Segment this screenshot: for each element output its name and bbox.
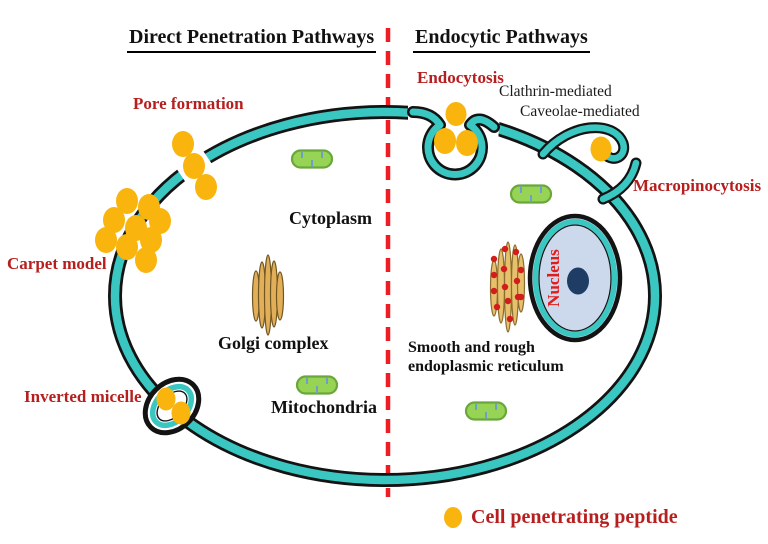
nucleus bbox=[527, 213, 623, 343]
legend-label: Cell penetrating peptide bbox=[471, 506, 678, 528]
mitochondrion bbox=[295, 375, 339, 395]
title-endocytic: Endocytic Pathways bbox=[413, 26, 590, 53]
legend-peptide-icon bbox=[444, 507, 462, 528]
label-cytoplasm: Cytoplasm bbox=[289, 208, 373, 228]
mitochondria-shapes bbox=[290, 149, 553, 421]
label-carpet-model: Carpet model bbox=[7, 254, 107, 273]
er-ribosome-dots bbox=[490, 245, 525, 323]
label-mitochondria: Mitochondria bbox=[271, 397, 377, 417]
cell-membrane bbox=[108, 105, 662, 487]
label-er-line1: Smooth and rough bbox=[408, 339, 535, 356]
label-pore-formation: Pore formation bbox=[133, 94, 244, 113]
mitochondrion bbox=[464, 401, 508, 421]
mitochondrion bbox=[290, 149, 334, 169]
label-endocytosis: Endocytosis bbox=[417, 68, 504, 87]
golgi-complex bbox=[251, 254, 285, 336]
nucleolus bbox=[567, 267, 589, 295]
mitochondrion bbox=[509, 184, 553, 204]
label-caveolae-mediated: Caveolae-mediated bbox=[520, 103, 640, 120]
macropinocytosis-ruffles bbox=[537, 122, 642, 205]
label-nucleus: Nucleus bbox=[544, 249, 563, 307]
pore-formation-peptides bbox=[172, 131, 217, 200]
label-inverted-micelle: Inverted micelle bbox=[24, 387, 142, 406]
label-endoplasmic-reticulum: Smooth and rough endoplasmic reticulum bbox=[408, 338, 598, 376]
label-macropinocytosis: Macropinocytosis bbox=[633, 176, 762, 195]
legend: Cell penetrating peptide bbox=[444, 506, 678, 529]
title-direct-penetration: Direct Penetration Pathways bbox=[127, 26, 377, 53]
carpet-model-peptides bbox=[95, 188, 171, 273]
label-golgi-complex: Golgi complex bbox=[218, 333, 329, 353]
endocytosis-peptides bbox=[434, 102, 478, 156]
label-clathrin-mediated: Clathrin-mediated bbox=[499, 83, 612, 100]
inverted-micelle-peptides bbox=[156, 387, 191, 425]
label-er-line2: endoplasmic reticulum bbox=[408, 358, 564, 375]
macropinocytosis-peptide bbox=[590, 136, 612, 162]
